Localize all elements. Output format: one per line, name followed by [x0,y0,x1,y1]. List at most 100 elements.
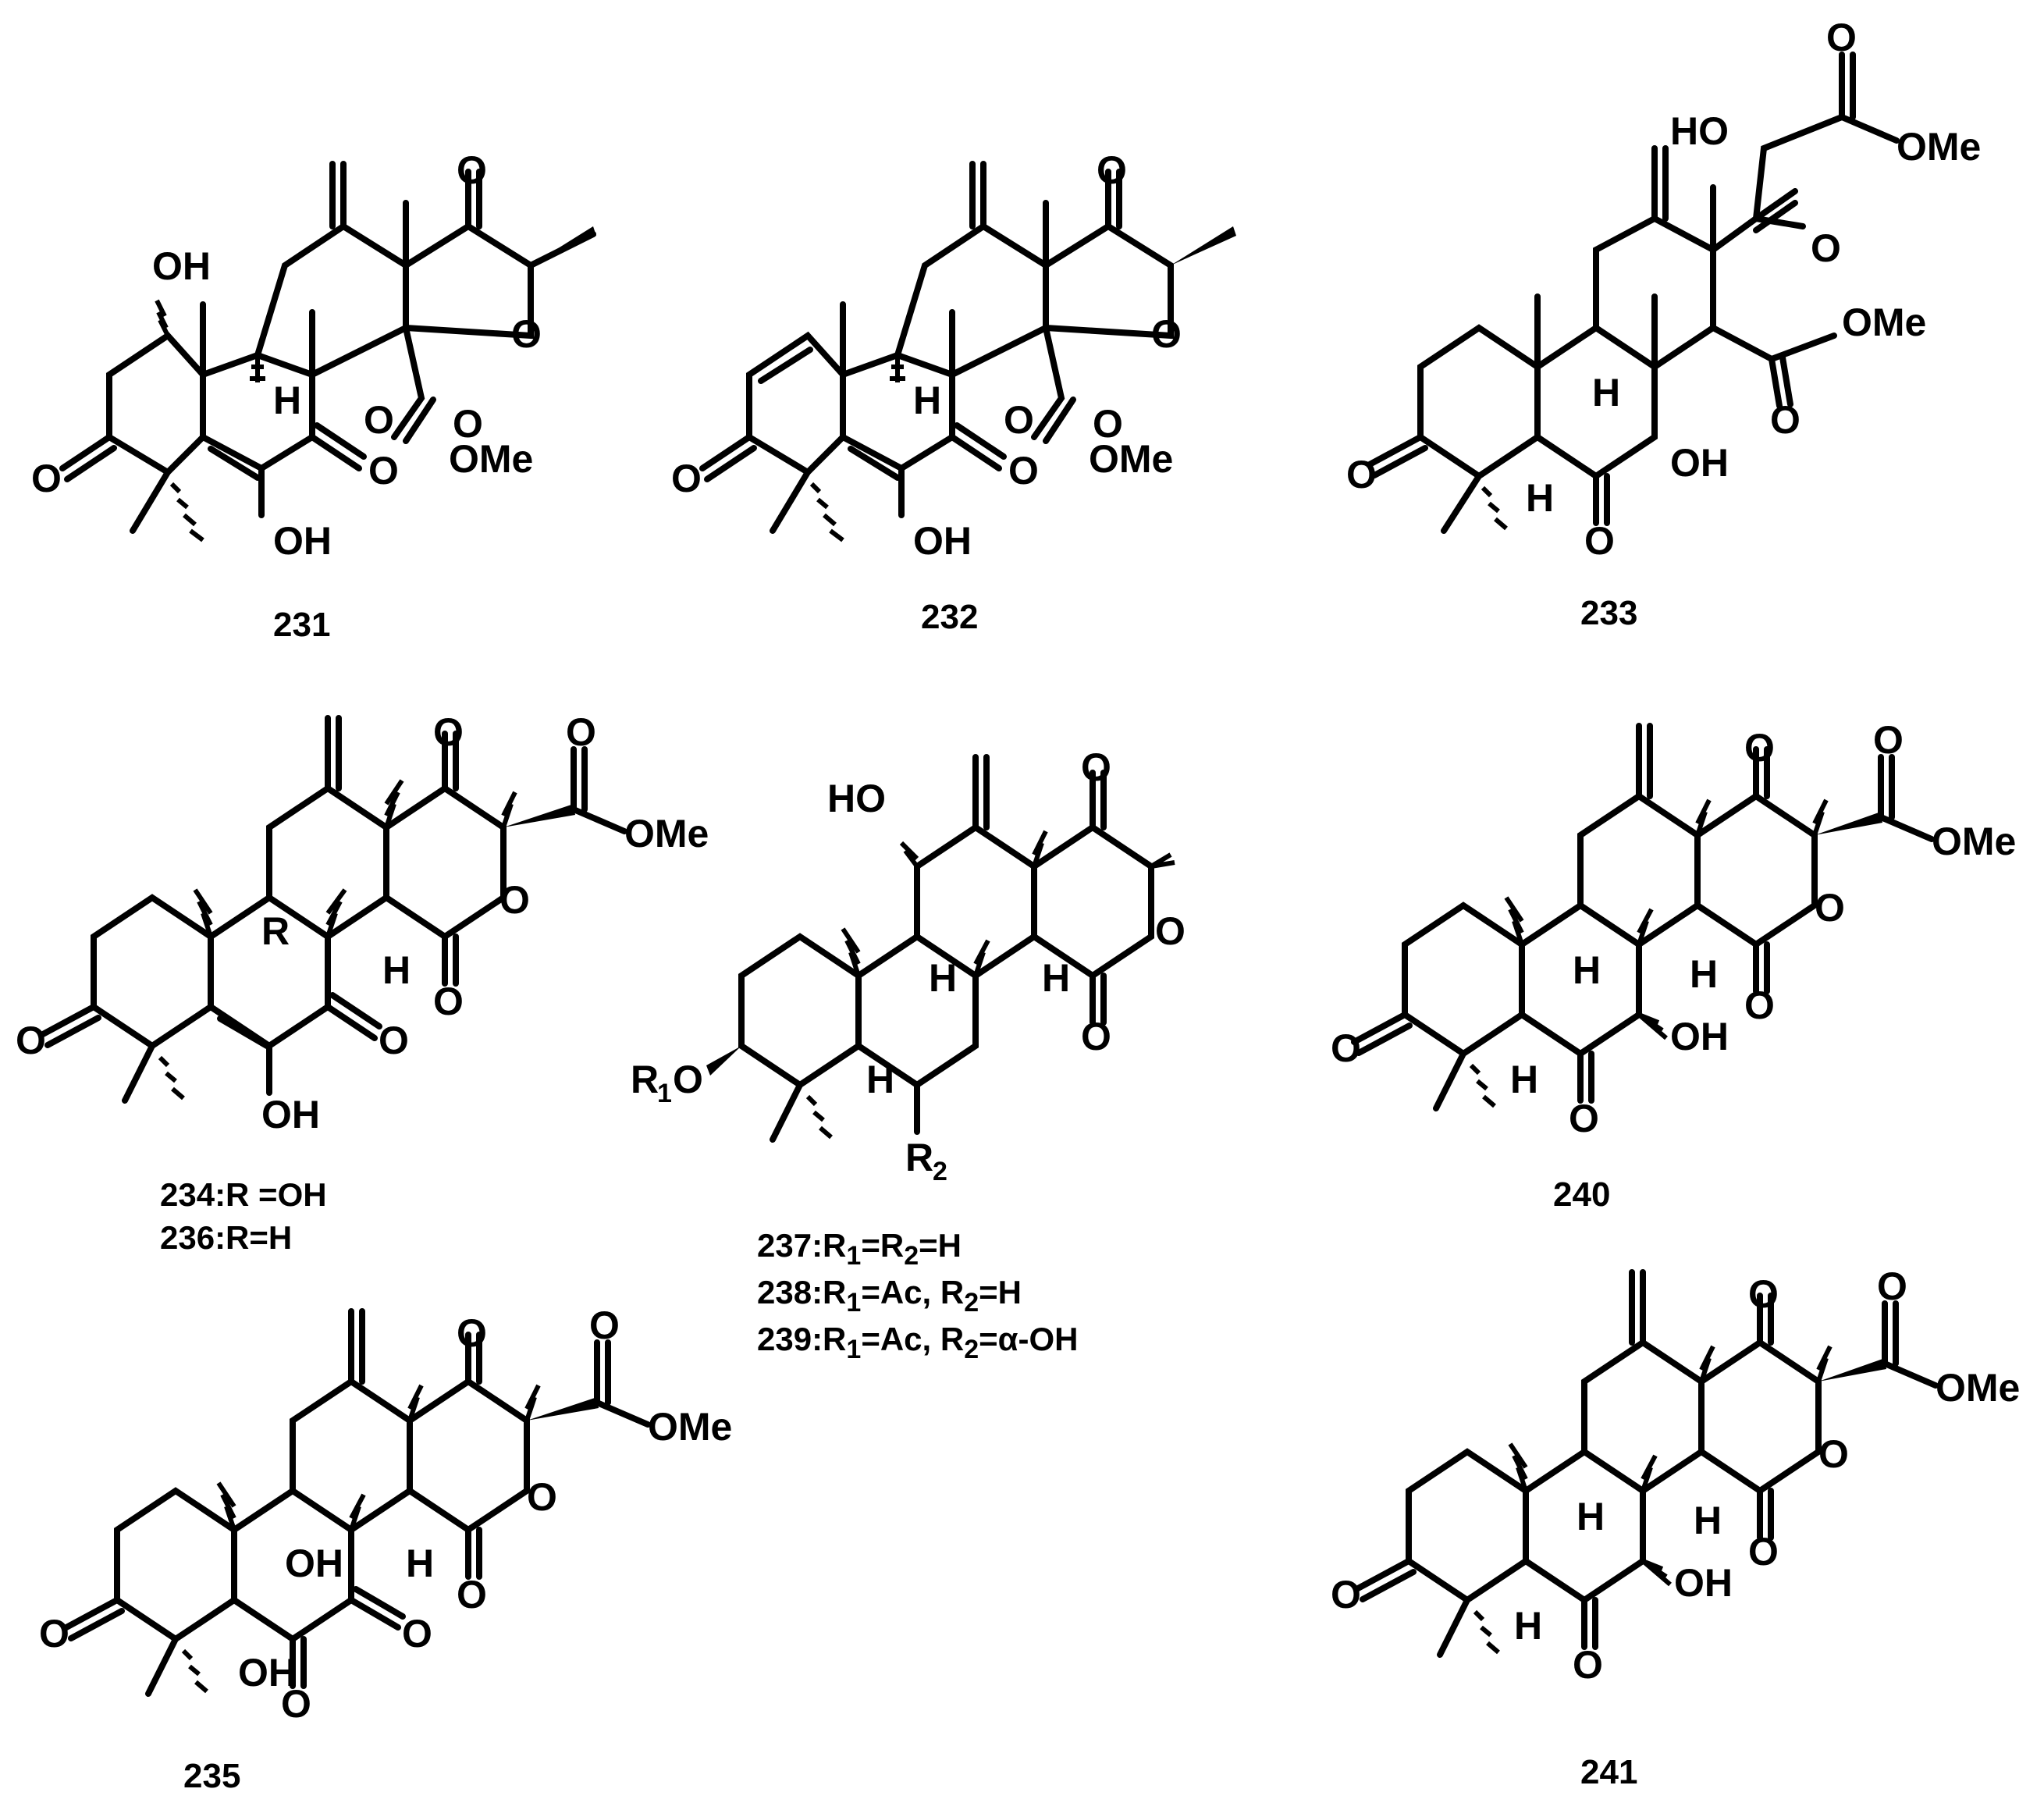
r2-sub-237: 2 [933,1157,947,1186]
oh-231-c6: OH [273,519,332,563]
o-231-c3: O [31,457,62,500]
ome-240: OMe [1932,820,2016,863]
o-235-lactone-co: O [457,1573,487,1616]
structure-235: O O O OH OH H O O O O OMe 235 [39,1303,732,1795]
o-235-c6: O [281,1682,311,1726]
o-232-c17: O [1097,148,1127,192]
label-237: 237:R1=R2=H [757,1227,962,1271]
ho-237: HO [827,777,886,820]
o-235-c7: O [402,1612,432,1655]
ome-232: OMe [1089,437,1173,481]
o-232-c3: O [671,457,702,500]
h-237-c14: H [1042,956,1070,1000]
o-235-ester: O [589,1303,620,1347]
label-231: 231 [273,606,330,644]
h-232-c9: H [913,379,941,422]
label-234: 234:R =OH [160,1176,327,1213]
h-233-c9: H [1592,371,1620,414]
ome-235: OMe [648,1405,732,1449]
o-241-c6: O [1573,1643,1603,1687]
label-235: 235 [183,1757,240,1795]
h-240-c14: H [1690,952,1718,996]
oh-235-c5: OH [238,1651,297,1695]
o-241-lactone-co: O [1748,1530,1779,1574]
o-231-c17: O [457,148,487,192]
r-234: R [261,909,290,953]
label-232: 232 [921,598,978,636]
structure-232: O OH O H O O O O OMe 232 [671,148,1236,636]
o-231-lactone: O [511,312,542,356]
o-240-lactone-co: O [1744,983,1775,1027]
oh-235-c9: OH [285,1542,343,1585]
structure-231: OH O OH O H O O O O OMe 231 [31,148,596,644]
o-233-top: O [1826,16,1857,59]
o-237-lactone: O [1155,909,1186,953]
structure-237: HO R 1 O R 2 H H H O O O 237:R1=R2=H 238… [631,745,1186,1364]
label-239: 239:R1=Ac, R2=α-OH [757,1321,1078,1364]
structure-234: R O OH O H O O O O OMe 234:R =OH 236:R=H [16,710,709,1256]
h-237-c5: H [866,1058,894,1101]
o-240-lactone: O [1815,886,1845,930]
ome-234: OMe [624,812,709,855]
o-234-lactone: O [499,878,530,922]
o-240-c6: O [1569,1097,1599,1140]
oh-234: OH [261,1093,320,1136]
structure-240: O O OH H H H O O O O OMe 240 [1331,718,2016,1214]
h-241-c5: H [1514,1604,1542,1648]
ome-233-ester: OMe [1842,300,1926,344]
o-233-ketone: O [1811,226,1841,270]
o-237-lactone-co: O [1081,1015,1111,1058]
ome-233-top: OMe [1896,125,1981,169]
oh-233-c7: OH [1670,441,1729,485]
o-241-lactone: O [1818,1432,1849,1476]
structure-233: O O OH H H O OMe O HO O OMe 233 [1346,16,1981,632]
o-240-c3: O [1331,1026,1361,1070]
oh-241-c7: OH [1674,1561,1733,1605]
o-233-c3: O [1346,453,1377,496]
o-240-c17: O [1744,726,1775,770]
o-235-c17: O [457,1311,487,1355]
label-238: 238:R1=Ac, R2=H [757,1274,1022,1318]
o-241-c3: O [1331,1573,1361,1616]
o-232-ester: O [1004,398,1034,442]
o-237-c17: O [1081,745,1111,789]
o-233-ester: O [1770,398,1800,442]
o-241-ester: O [1877,1264,1907,1308]
h-235-c14: H [406,1542,434,1585]
h-241-c14: H [1694,1499,1722,1542]
ome-241: OMe [1936,1366,2020,1410]
o-231-c7: O [368,449,399,493]
o-235-c3: O [39,1612,69,1655]
o-233-c6: O [1584,519,1615,563]
o-232-c7: O [1008,449,1039,493]
label-236: 236:R=H [160,1219,292,1256]
o-237-c3: O [673,1058,703,1101]
r1-sub-237: 1 [657,1079,672,1108]
r1-237: R [631,1058,659,1101]
o-234-c7: O [379,1019,409,1062]
structure-241: O O OH H H H O O O O OMe 241 [1331,1264,2020,1791]
ho-233: HO [1670,109,1729,153]
label-240: 240 [1553,1175,1610,1214]
o-232-lactone: O [1151,312,1182,356]
oh-231-c1: OH [152,244,211,288]
oh-232-c6: OH [913,519,972,563]
o-231-ester: O [364,398,394,442]
h-240-c9: H [1573,948,1601,992]
o-235-lactone: O [527,1475,557,1519]
h-234: H [382,948,411,992]
h-231-c9: H [273,379,301,422]
o-240-ester: O [1873,718,1904,762]
h-240-c5: H [1510,1058,1538,1101]
oh-240-c7: OH [1670,1015,1729,1058]
o-232-ester2: O [1093,402,1123,446]
o-231-ester2: O [453,402,483,446]
o-234-ester: O [566,710,596,754]
o-234-c3: O [16,1019,46,1062]
o-234-c17: O [433,710,464,754]
label-241: 241 [1580,1753,1637,1791]
ome-231: OMe [449,437,533,481]
o-234-lactone-co: O [433,980,464,1023]
